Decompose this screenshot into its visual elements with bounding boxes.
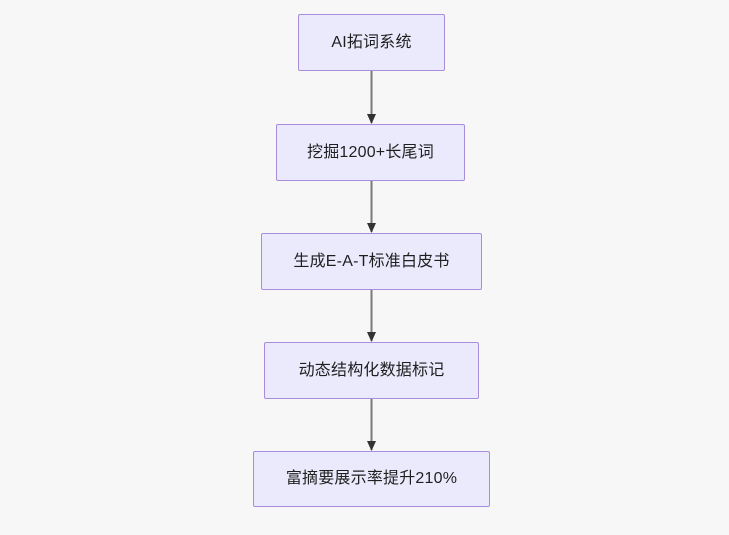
flow-node-mine-longtail-keywords[interactable]: 挖掘1200+长尾词 xyxy=(276,124,465,181)
flow-node-label: 生成E-A-T标准白皮书 xyxy=(293,252,450,270)
flow-node-generate-eat-whitepaper[interactable]: 生成E-A-T标准白皮书 xyxy=(261,233,482,290)
flow-node-label: 富摘要展示率提升210% xyxy=(285,470,458,488)
flow-node-rich-snippet-impression-uplift[interactable]: 富摘要展示率提升210% xyxy=(253,451,490,507)
flow-node-dynamic-structured-data-markup[interactable]: 动态结构化数据标记 xyxy=(264,342,479,399)
flow-node-label: AI拓词系统 xyxy=(331,33,412,51)
flow-node-label: 动态结构化数据标记 xyxy=(298,361,445,379)
flow-node-ai-keyword-system[interactable]: AI拓词系统 xyxy=(298,14,445,71)
flow-node-label: 挖掘1200+长尾词 xyxy=(307,143,434,161)
